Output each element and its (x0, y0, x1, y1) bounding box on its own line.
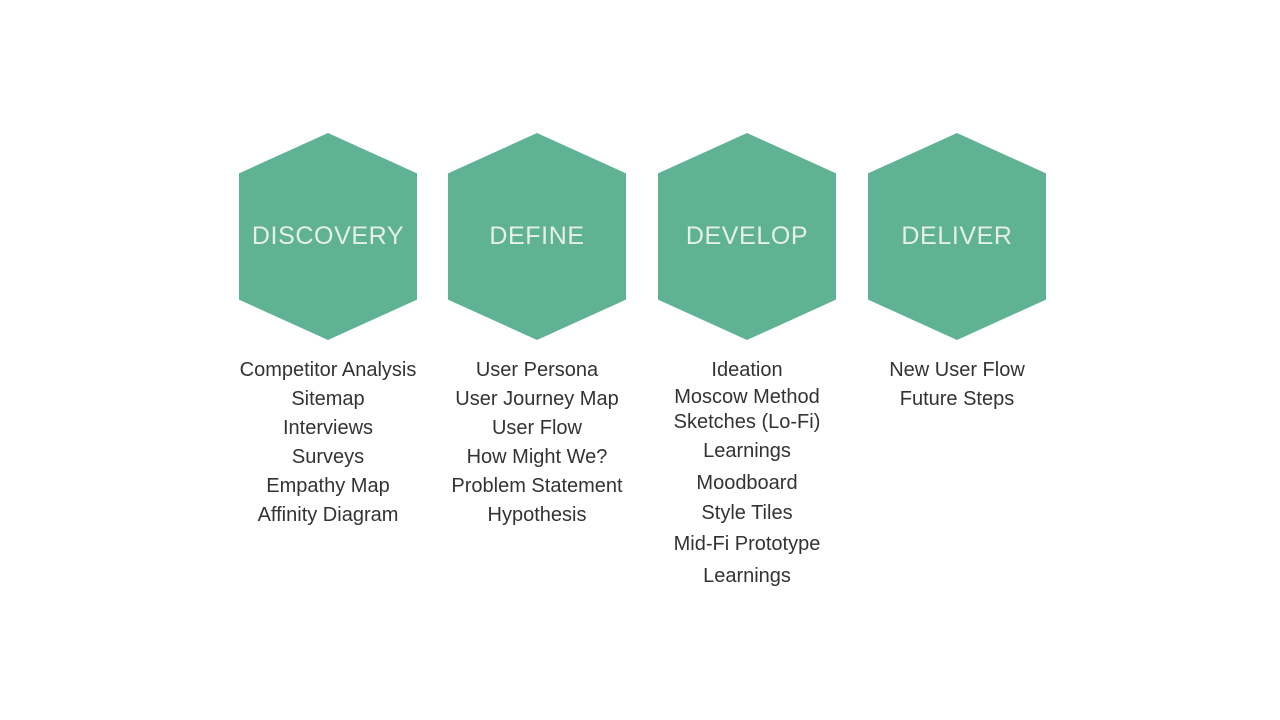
deliverable-item: Ideation (711, 359, 783, 381)
deliverable-item: Learnings (703, 440, 791, 462)
deliverable-item: User Persona (475, 359, 599, 381)
deliverable-item: Moodboard (696, 472, 798, 494)
hexagon-shape-deliver[interactable]: DELIVER (868, 133, 1046, 340)
deliverable-item: Competitor Analysis (239, 359, 417, 381)
hexagon-label-define: DEFINE (489, 222, 585, 250)
deliverable-item: Sketches (Lo-Fi) (673, 411, 821, 433)
hexagon-label-deliver: DELIVER (901, 222, 1013, 250)
deliverable-item: Hypothesis (487, 504, 587, 526)
deliverable-item: Empathy Map (266, 475, 390, 497)
deliverable-item: Mid-Fi Prototype (673, 533, 821, 555)
deliverable-item: Future Steps (899, 388, 1015, 410)
deliverable-item: Interviews (282, 417, 374, 439)
hexagon-label-discovery: DISCOVERY (251, 222, 405, 250)
deliverable-item: Affinity Diagram (257, 504, 399, 526)
deliverable-item: Surveys (291, 446, 365, 468)
phase-column-discovery: DISCOVERY Competitor Analysis Sitemap In… (223, 133, 433, 530)
hexagon-shape-define[interactable]: DEFINE (448, 133, 626, 340)
phase-column-define: DEFINE User Persona User Journey Map Use… (432, 133, 642, 530)
deliverable-item: Learnings (703, 565, 791, 587)
deliverable-list-develop: Ideation Moscow Method Sketches (Lo-Fi) … (642, 340, 852, 592)
deliverable-list-discovery: Competitor Analysis Sitemap Interviews S… (223, 340, 433, 530)
phase-column-develop: DEVELOP Ideation Moscow Method Sketches … (642, 133, 852, 592)
deliverable-item: User Flow (491, 417, 582, 439)
deliverable-list-define: User Persona User Journey Map User Flow … (432, 340, 642, 530)
deliverable-item: Problem Statement (451, 475, 623, 497)
hexagon-shape-discovery[interactable]: DISCOVERY (239, 133, 417, 340)
deliverable-item: User Journey Map (455, 388, 619, 410)
deliverable-item: Style Tiles (701, 502, 793, 524)
deliverable-item: How Might We? (466, 446, 608, 468)
deliverable-item: Sitemap (291, 388, 365, 410)
hexagon-shape-develop[interactable]: DEVELOP (658, 133, 836, 340)
phase-column-deliver: DELIVER New User Flow Future Steps (852, 133, 1062, 414)
deliverable-item: New User Flow (889, 359, 1025, 381)
deliverable-item: Moscow Method (674, 386, 820, 408)
hexagon-label-develop: DEVELOP (685, 222, 809, 250)
deliverable-list-deliver: New User Flow Future Steps (852, 340, 1062, 414)
